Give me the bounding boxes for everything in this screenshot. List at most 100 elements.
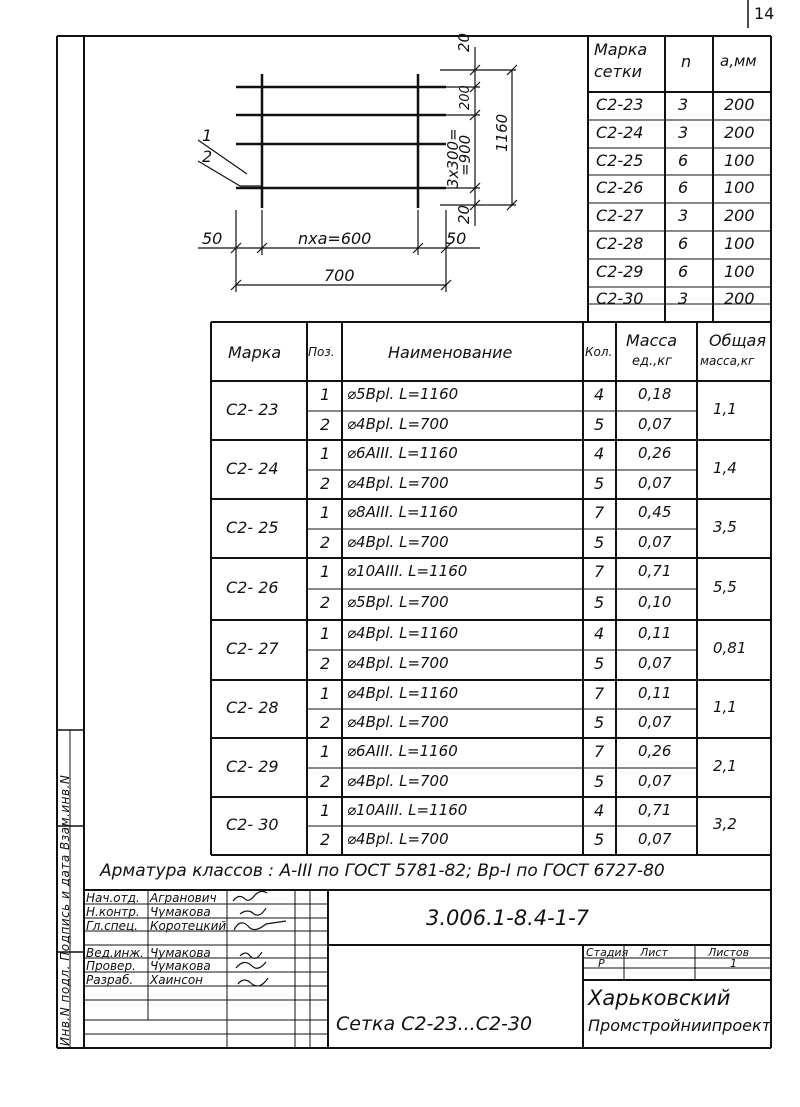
spec-item-mass: 0,18: [638, 385, 672, 403]
sheet-label: Лист: [640, 946, 668, 959]
mesh-row-mark: С2-27: [596, 206, 644, 225]
spec-group-mark: С2- 23: [226, 399, 279, 419]
dim-700: 700: [324, 266, 355, 285]
drawing-title: Сетка С2-23...С2-30: [336, 1013, 533, 1035]
stamp-person: Чумакова: [150, 905, 211, 919]
spec-item-mass: 0,07: [638, 473, 672, 492]
spec-item-poz: 2: [320, 771, 331, 791]
spec-item-name: ⌀4Врl. L=700: [347, 414, 449, 433]
spec-item-qty: 5: [594, 414, 605, 434]
dim-nxa-600: nxa=600: [298, 229, 372, 248]
stamp-person: Чумакова: [150, 959, 211, 973]
spec-item-mass: 0,07: [638, 771, 672, 790]
spec-item-qty: 7: [594, 562, 605, 581]
spec-group-total: 3,5: [713, 517, 737, 536]
spec-item-poz: 1: [320, 503, 331, 522]
spec-group-mark: С2- 25: [226, 517, 279, 537]
spec-item-name: ⌀10АIII. L=1160: [347, 562, 468, 580]
stamp-role: Вед.инж.: [86, 946, 144, 960]
spec-item-mass: 0,26: [638, 742, 672, 760]
spec-item-qty: 5: [594, 473, 605, 493]
dim-900: =900: [456, 134, 474, 176]
mesh-row-n: 3: [678, 206, 689, 225]
spec-header-kol: Кол.: [585, 345, 613, 359]
spec-item-poz: 1: [320, 684, 331, 703]
spec-item-mass: 0,71: [638, 801, 672, 819]
spec-item-name: ⌀6АIII. L=1160: [347, 742, 458, 760]
spec-item-mass: 0,45: [638, 503, 672, 521]
dim-bottom-20: 20: [455, 204, 473, 224]
spec-item-qty: 5: [594, 713, 605, 732]
spec-item-poz: 2: [320, 532, 331, 552]
spec-group-total: 1,4: [713, 458, 737, 477]
spec-group-mark: С2- 30: [226, 815, 279, 834]
spec-group-mark: С2- 29: [226, 756, 279, 776]
stamp-person: Коротецкий: [150, 919, 227, 933]
stamp-role: Гл.спец.: [86, 919, 138, 933]
spec-item-poz: 1: [320, 444, 331, 463]
spec-item-mass: 0,26: [638, 444, 672, 462]
spec-group-total: 3,2: [713, 815, 737, 833]
spec-item-name: ⌀4Врl. L=700: [347, 771, 449, 790]
stamp-role: Разраб.: [86, 973, 134, 987]
position-label-1: 1: [202, 126, 213, 145]
reinforcement-note: Арматура классов : А-III по ГОСТ 5781-82…: [100, 861, 665, 881]
spec-item-poz: 1: [320, 742, 331, 761]
sheets-label: Листов: [708, 946, 750, 959]
dim-top-20: 20: [455, 32, 473, 52]
spec-item-name: ⌀4Врl. L=700: [347, 473, 449, 492]
spec-item-name: ⌀8АIII. L=1160: [347, 503, 458, 521]
spec-header-marka: Марка: [228, 343, 282, 362]
spec-header-name: Наименование: [388, 343, 513, 362]
spec-item-name: ⌀4Врl. L=700: [347, 713, 449, 731]
stamp-person: Чумакова: [150, 946, 211, 960]
spec-item-poz: 2: [320, 414, 331, 434]
spec-item-qty: 4: [594, 624, 605, 643]
spec-item-qty: 4: [594, 801, 605, 820]
mesh-row-a: 100: [724, 178, 755, 197]
spec-item-name: ⌀4Врl. L=1160: [347, 624, 459, 642]
spec-item-mass: 0,10: [638, 593, 672, 611]
spec-group-mark: С2- 26: [226, 578, 279, 597]
spec-item-qty: 5: [594, 771, 605, 791]
mesh-row-a: 200: [724, 206, 755, 225]
stamp-person: Агранович: [150, 891, 217, 905]
mesh-row-n: 6: [678, 178, 689, 197]
spec-item-poz: 1: [320, 624, 331, 643]
stamp-role: Провер.: [86, 959, 136, 973]
stamp-role: Н.контр.: [86, 905, 140, 919]
mesh-row-n: 3: [678, 123, 689, 142]
spec-item-qty: 5: [594, 830, 605, 849]
spec-header-poz: Поз.: [308, 345, 335, 359]
spec-item-qty: 5: [594, 532, 605, 552]
mesh-row-mark: С2-29: [596, 262, 644, 281]
spec-item-poz: 2: [320, 593, 331, 612]
spec-group-total: 1,1: [713, 698, 737, 716]
organization-subname: Промстройниипроект: [588, 1016, 771, 1035]
spec-item-mass: 0,07: [638, 414, 672, 433]
mesh-header-n: n: [681, 52, 692, 71]
spec-item-poz: 2: [320, 830, 331, 849]
spec-item-qty: 7: [594, 742, 605, 761]
spec-item-poz: 2: [320, 654, 331, 673]
mesh-row-a: 100: [724, 234, 755, 253]
spec-item-poz: 1: [320, 562, 331, 581]
page-number: 14: [754, 4, 775, 23]
mesh-row-mark: С2-25: [596, 151, 644, 170]
spec-item-qty: 4: [594, 444, 605, 463]
spec-group-total: 2,1: [713, 756, 737, 775]
dim-right-50: 50: [446, 229, 467, 248]
spec-group-mark: С2- 27: [226, 639, 279, 658]
spec-item-mass: 0,07: [638, 654, 672, 672]
stage-label: Стадия: [586, 946, 629, 959]
mesh-header-setki: сетки: [594, 62, 643, 81]
spec-item-name: ⌀10АIII. L=1160: [347, 801, 468, 819]
dim-1160: 1160: [493, 113, 511, 152]
spec-item-mass: 0,07: [638, 532, 672, 551]
spec-header-total-2: масса,кг: [700, 354, 755, 368]
spec-item-name: ⌀4Врl. L=1160: [347, 684, 459, 702]
spec-item-name: ⌀6АIII. L=1160: [347, 444, 458, 462]
spec-item-qty: 4: [594, 385, 605, 404]
spec-item-qty: 7: [594, 684, 605, 703]
